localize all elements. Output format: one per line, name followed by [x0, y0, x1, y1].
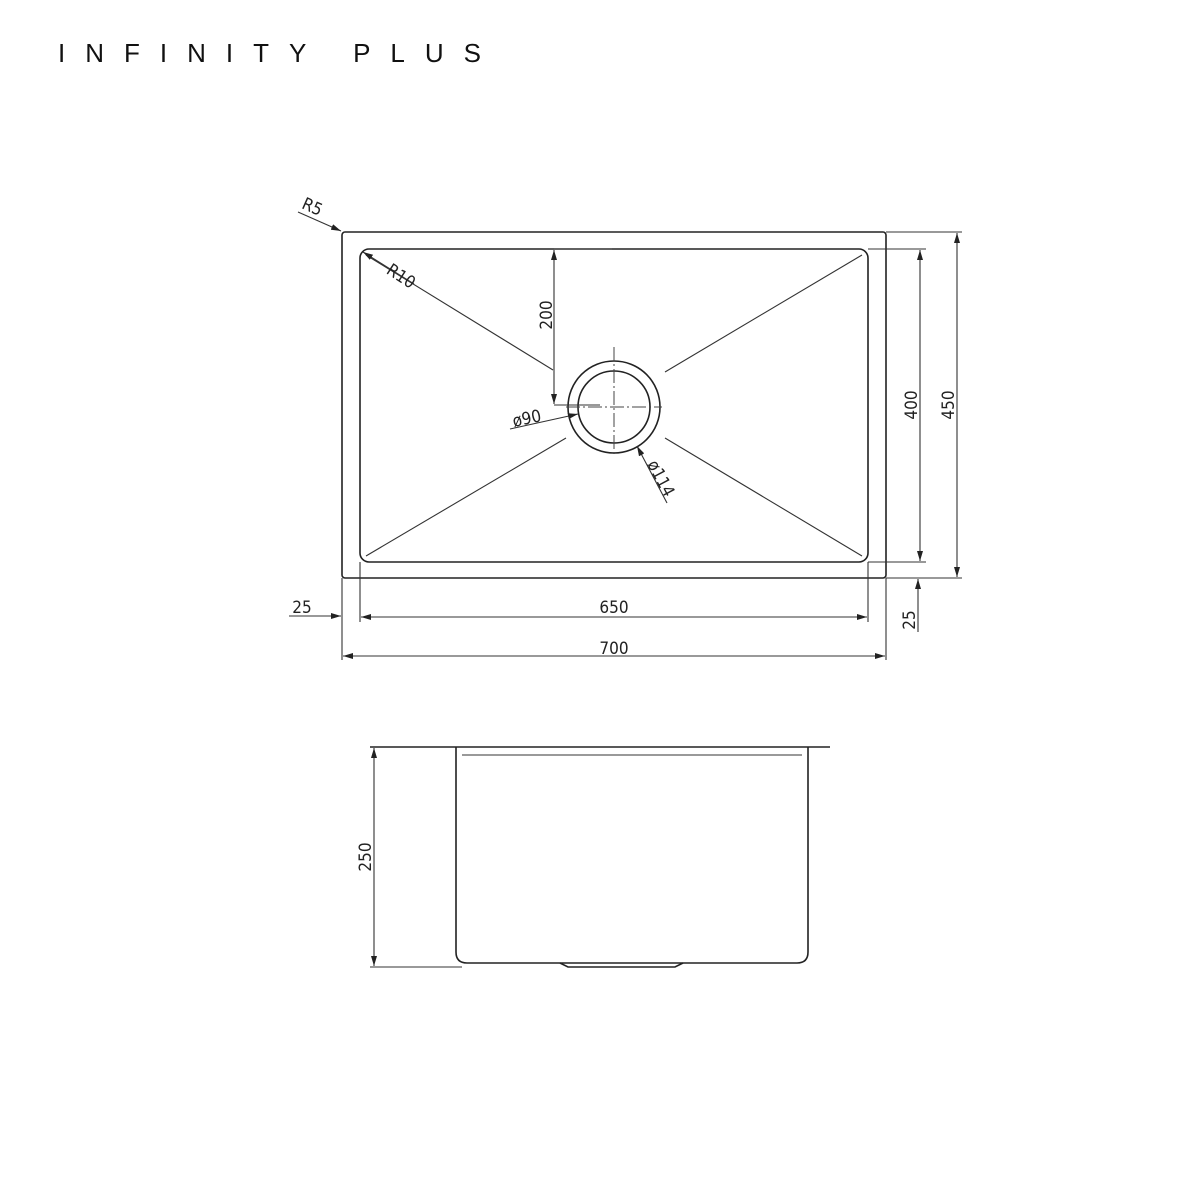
dim-r5: R5 [299, 194, 326, 221]
brand-title: INFINITY PLUS [58, 38, 502, 68]
bowl-crease-tr [664, 254, 863, 373]
bowl-crease-br [664, 437, 863, 557]
dim-drain-inner: ø90 [511, 406, 543, 432]
side-bowl-profile [455, 747, 809, 964]
dim-drain-outer: ø114 [643, 457, 679, 500]
bowl-outline [359, 248, 869, 563]
dim-r10: R10 [383, 260, 419, 293]
dim-height: 250 [356, 842, 376, 871]
bowl-crease-tl [365, 254, 554, 371]
bowl-crease-bl [365, 437, 567, 557]
dim-drain-offset: 200 [537, 300, 557, 329]
r5-leader [297, 211, 342, 232]
dim-overall-depth: 450 [939, 390, 959, 419]
dim-bottom-flange: 25 [900, 610, 920, 629]
d90-leader [509, 413, 579, 430]
side-view: 250 [356, 746, 830, 968]
dim-left-flange: 25 [292, 598, 311, 618]
dim-overall-width: 700 [599, 639, 628, 659]
dim-bowl-width: 650 [599, 598, 628, 618]
r10-leader [362, 251, 415, 285]
d114-leader [636, 445, 668, 504]
dim-bowl-depth: 400 [902, 390, 922, 419]
sink-outer-outline [341, 231, 887, 579]
plan-view: 200 R5 R10 ø90 ø114 400 450 25 650 [289, 194, 962, 660]
side-drain-bump [559, 962, 684, 968]
